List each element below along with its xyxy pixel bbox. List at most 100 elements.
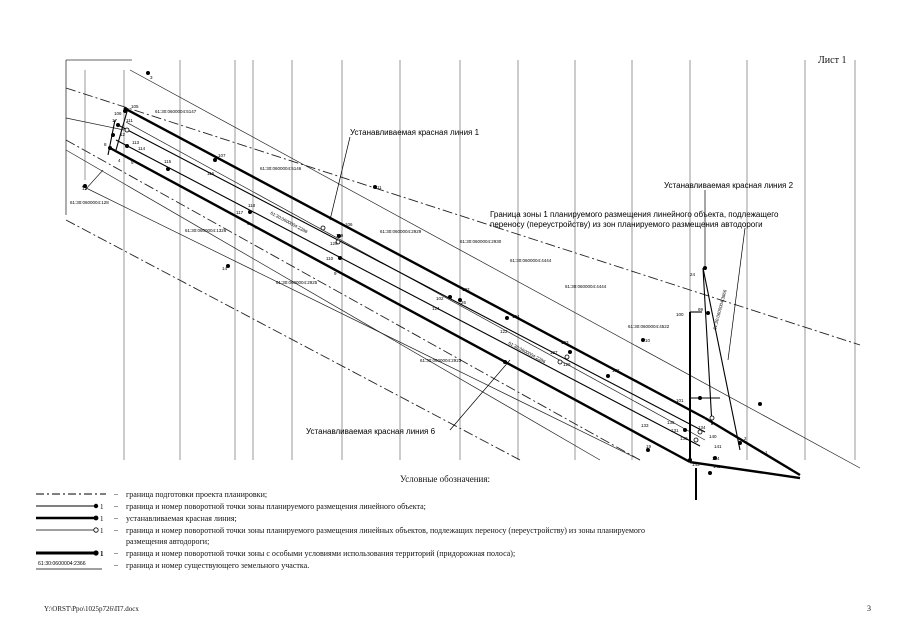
point-label: 141	[714, 444, 722, 449]
point-label: 9	[334, 271, 337, 276]
point-label: 120	[330, 241, 338, 246]
turning-points	[83, 71, 762, 475]
point-label: 132	[612, 368, 620, 373]
legend-marker: 1	[100, 515, 104, 523]
point-label: 105	[131, 104, 139, 109]
zone-lines	[107, 107, 741, 451]
point-label: 145	[713, 464, 721, 469]
label-zone-border-2: переносу (переустройству) из зон планиру…	[490, 220, 763, 229]
land-parcel-sample: 61:30:0600004:2366	[36, 561, 102, 570]
point-label: 116	[207, 171, 215, 176]
parcel-label: 61:30:0600004:3866	[712, 289, 728, 331]
point-label: 122	[500, 329, 508, 334]
parcel-label: 61:30:0600004:4444	[510, 258, 552, 263]
legend-marker: 1	[100, 550, 104, 558]
point-label: 127	[550, 350, 558, 355]
point-label: 144	[712, 456, 720, 461]
map-frame	[65, 59, 132, 215]
point-label: 119	[336, 233, 344, 238]
file-path: Y:\ORST\Ppo\1025p726\П7.docx	[44, 605, 139, 613]
point-label: 11	[377, 185, 382, 190]
legend-title: Условные обозначения:	[400, 474, 491, 484]
legend-item-land-parcel: 61:30:0600004:2366 – граница и номер сущ…	[36, 559, 856, 572]
parcel-label: 61:30:0600004:5147	[155, 109, 197, 114]
point-label: 8	[104, 142, 107, 147]
point-label: 26	[461, 300, 467, 305]
point-label: 12	[120, 132, 126, 137]
point-label: 104	[512, 314, 520, 319]
callout-leaders	[329, 136, 746, 431]
point-label: 7	[254, 225, 257, 230]
label-red-line-2: Устанавливаемая красная линия 2	[664, 181, 794, 190]
zone-line-sample: 1	[36, 503, 104, 511]
legend-item-relocated-objects-zone-cont: размещения автодороги;	[36, 535, 856, 548]
point-label: 24	[690, 272, 696, 277]
label-red-line-1: Устанавливаемая красная линия 1	[350, 128, 480, 137]
legend-sample-label: 61:30:0600004:2366	[38, 561, 86, 567]
point-label: 123	[561, 340, 569, 345]
dash-dot-line-sample	[36, 493, 106, 495]
legend-text: граница подготовки проекта планировки;	[126, 490, 268, 499]
point-label: 4	[118, 158, 121, 163]
legend-text: граница и номер поворотной точки зоны с …	[126, 549, 516, 558]
label-zone-border-1: Граница зоны 1 планируемого размещения л…	[490, 210, 779, 219]
hollow-points	[124, 127, 715, 443]
roadside-zone-line-sample: 1	[36, 550, 104, 558]
point-label: 2	[744, 436, 747, 441]
legend-marker: 1	[100, 503, 104, 511]
parcel-label: 61:30:0600004:2923	[420, 358, 462, 363]
legend-text: устанавливаемая красная линия;	[126, 514, 237, 523]
point-label: 6	[247, 221, 250, 226]
project-boundary-lines	[65, 87, 861, 461]
point-label: 115	[164, 159, 172, 164]
point-label: 118	[248, 203, 256, 208]
parcel-label: 61:30:0600004:2286	[508, 340, 547, 364]
point-label: 117	[236, 210, 244, 215]
parcel-label: 61:30:0600004:2930	[460, 239, 502, 244]
label-red-line-6: Устанавливаемая красная линия 6	[306, 427, 436, 436]
point-label: 103	[462, 287, 470, 292]
point-label: 10	[645, 338, 651, 343]
legend-dash: –	[114, 525, 118, 534]
legend-text: граница и номер существующего земельного…	[126, 561, 310, 570]
point-label: 101	[676, 398, 684, 403]
parcel-label: 61:30:0600004:2929	[380, 229, 422, 234]
point-label: 140	[709, 434, 717, 439]
point-label: 107	[218, 153, 226, 158]
point-label: 131	[671, 428, 679, 433]
legend-dash: –	[114, 560, 118, 569]
point-label: 1	[765, 450, 768, 455]
point-label: 111	[126, 118, 133, 123]
legend-dash: –	[114, 513, 118, 522]
legend-item-planning-boundary: – граница подготовки проекта планировки;	[36, 488, 856, 501]
parcel-label: 61:30:0600004:1326	[185, 228, 227, 233]
point-label: 99	[698, 307, 704, 312]
legend-text: граница и номер поворотной точки зоны пл…	[126, 526, 645, 535]
point-label: 106	[114, 111, 122, 116]
point-label: 135	[667, 420, 675, 425]
point-label: 110	[326, 256, 334, 261]
grid-lines	[84, 60, 856, 460]
legend-item-relocated-objects-zone: 1 – граница и номер поворотной точки зон…	[36, 524, 856, 537]
page-number: 3	[867, 604, 871, 613]
parcel-label: 61:30:0600004:2925	[276, 280, 318, 285]
legend-dash: –	[114, 489, 118, 498]
point-label: 3	[150, 75, 153, 80]
point-label: 17	[112, 118, 118, 123]
point-label: 102	[436, 296, 444, 301]
legend-item-roadside-zone: 1 – граница и номер поворотной точки зон…	[36, 547, 856, 560]
point-label: 113	[132, 140, 140, 145]
point-label: 13	[82, 186, 88, 191]
point-label: 106	[345, 222, 353, 227]
point-label: 14	[222, 266, 228, 271]
legend-item-linear-object-zone: 1 – граница и номер поворотной точки зон…	[36, 500, 856, 513]
legend-text: граница и номер поворотной точки зоны пл…	[126, 502, 426, 511]
legend-text: размещения автодороги;	[126, 537, 210, 546]
legend-dash: –	[114, 548, 118, 557]
point-label: 134	[698, 425, 706, 430]
point-label: 100	[676, 312, 684, 317]
point-label: 126	[563, 362, 571, 367]
point-label: 133	[641, 423, 649, 428]
